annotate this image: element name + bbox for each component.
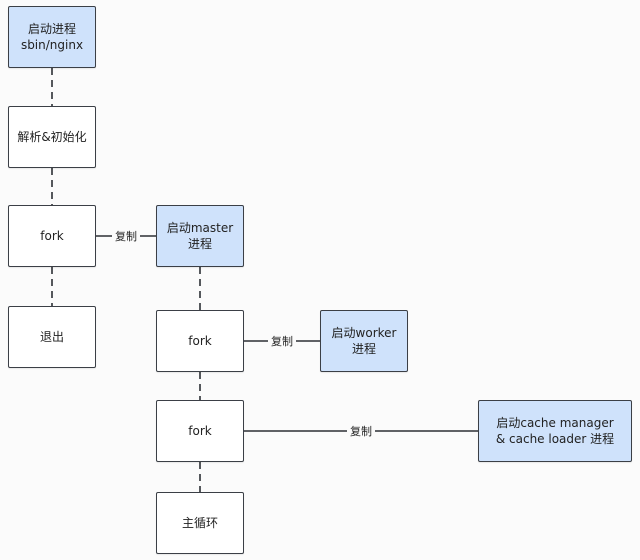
- node-start-master-text: 启动master 进程: [166, 221, 234, 251]
- node-fork-1-text: fork: [40, 229, 64, 243]
- node-exit-text: 退出: [39, 330, 64, 344]
- node-fork-3-text: fork: [188, 424, 212, 438]
- edge-label-copy-cache: 复制: [347, 423, 375, 439]
- edge-label-copy-worker: 复制: [268, 333, 296, 349]
- node-start-nginx: 启动进程 sbin/nginx: [8, 6, 96, 68]
- node-parse-init: 解析&初始化: [8, 106, 96, 168]
- node-main-loop-text: 主循环: [181, 516, 218, 530]
- node-fork-1: fork: [8, 205, 96, 267]
- edge-label-copy-master: 复制: [112, 228, 140, 244]
- node-main-loop: 主循环: [156, 492, 244, 554]
- node-start-worker-text: 启动worker 进程: [331, 326, 397, 356]
- node-fork-2: fork: [156, 310, 244, 372]
- node-start-nginx-text: 启动进程 sbin/nginx: [20, 22, 84, 52]
- node-fork-2-text: fork: [188, 334, 212, 348]
- node-exit: 退出: [8, 306, 96, 368]
- node-fork-3: fork: [156, 400, 244, 462]
- node-start-cache: 启动cache manager & cache loader 进程: [478, 400, 632, 462]
- node-start-cache-text: 启动cache manager & cache loader 进程: [495, 416, 615, 446]
- node-start-worker: 启动worker 进程: [320, 310, 408, 372]
- node-start-master: 启动master 进程: [156, 205, 244, 267]
- node-parse-init-text: 解析&初始化: [17, 130, 87, 144]
